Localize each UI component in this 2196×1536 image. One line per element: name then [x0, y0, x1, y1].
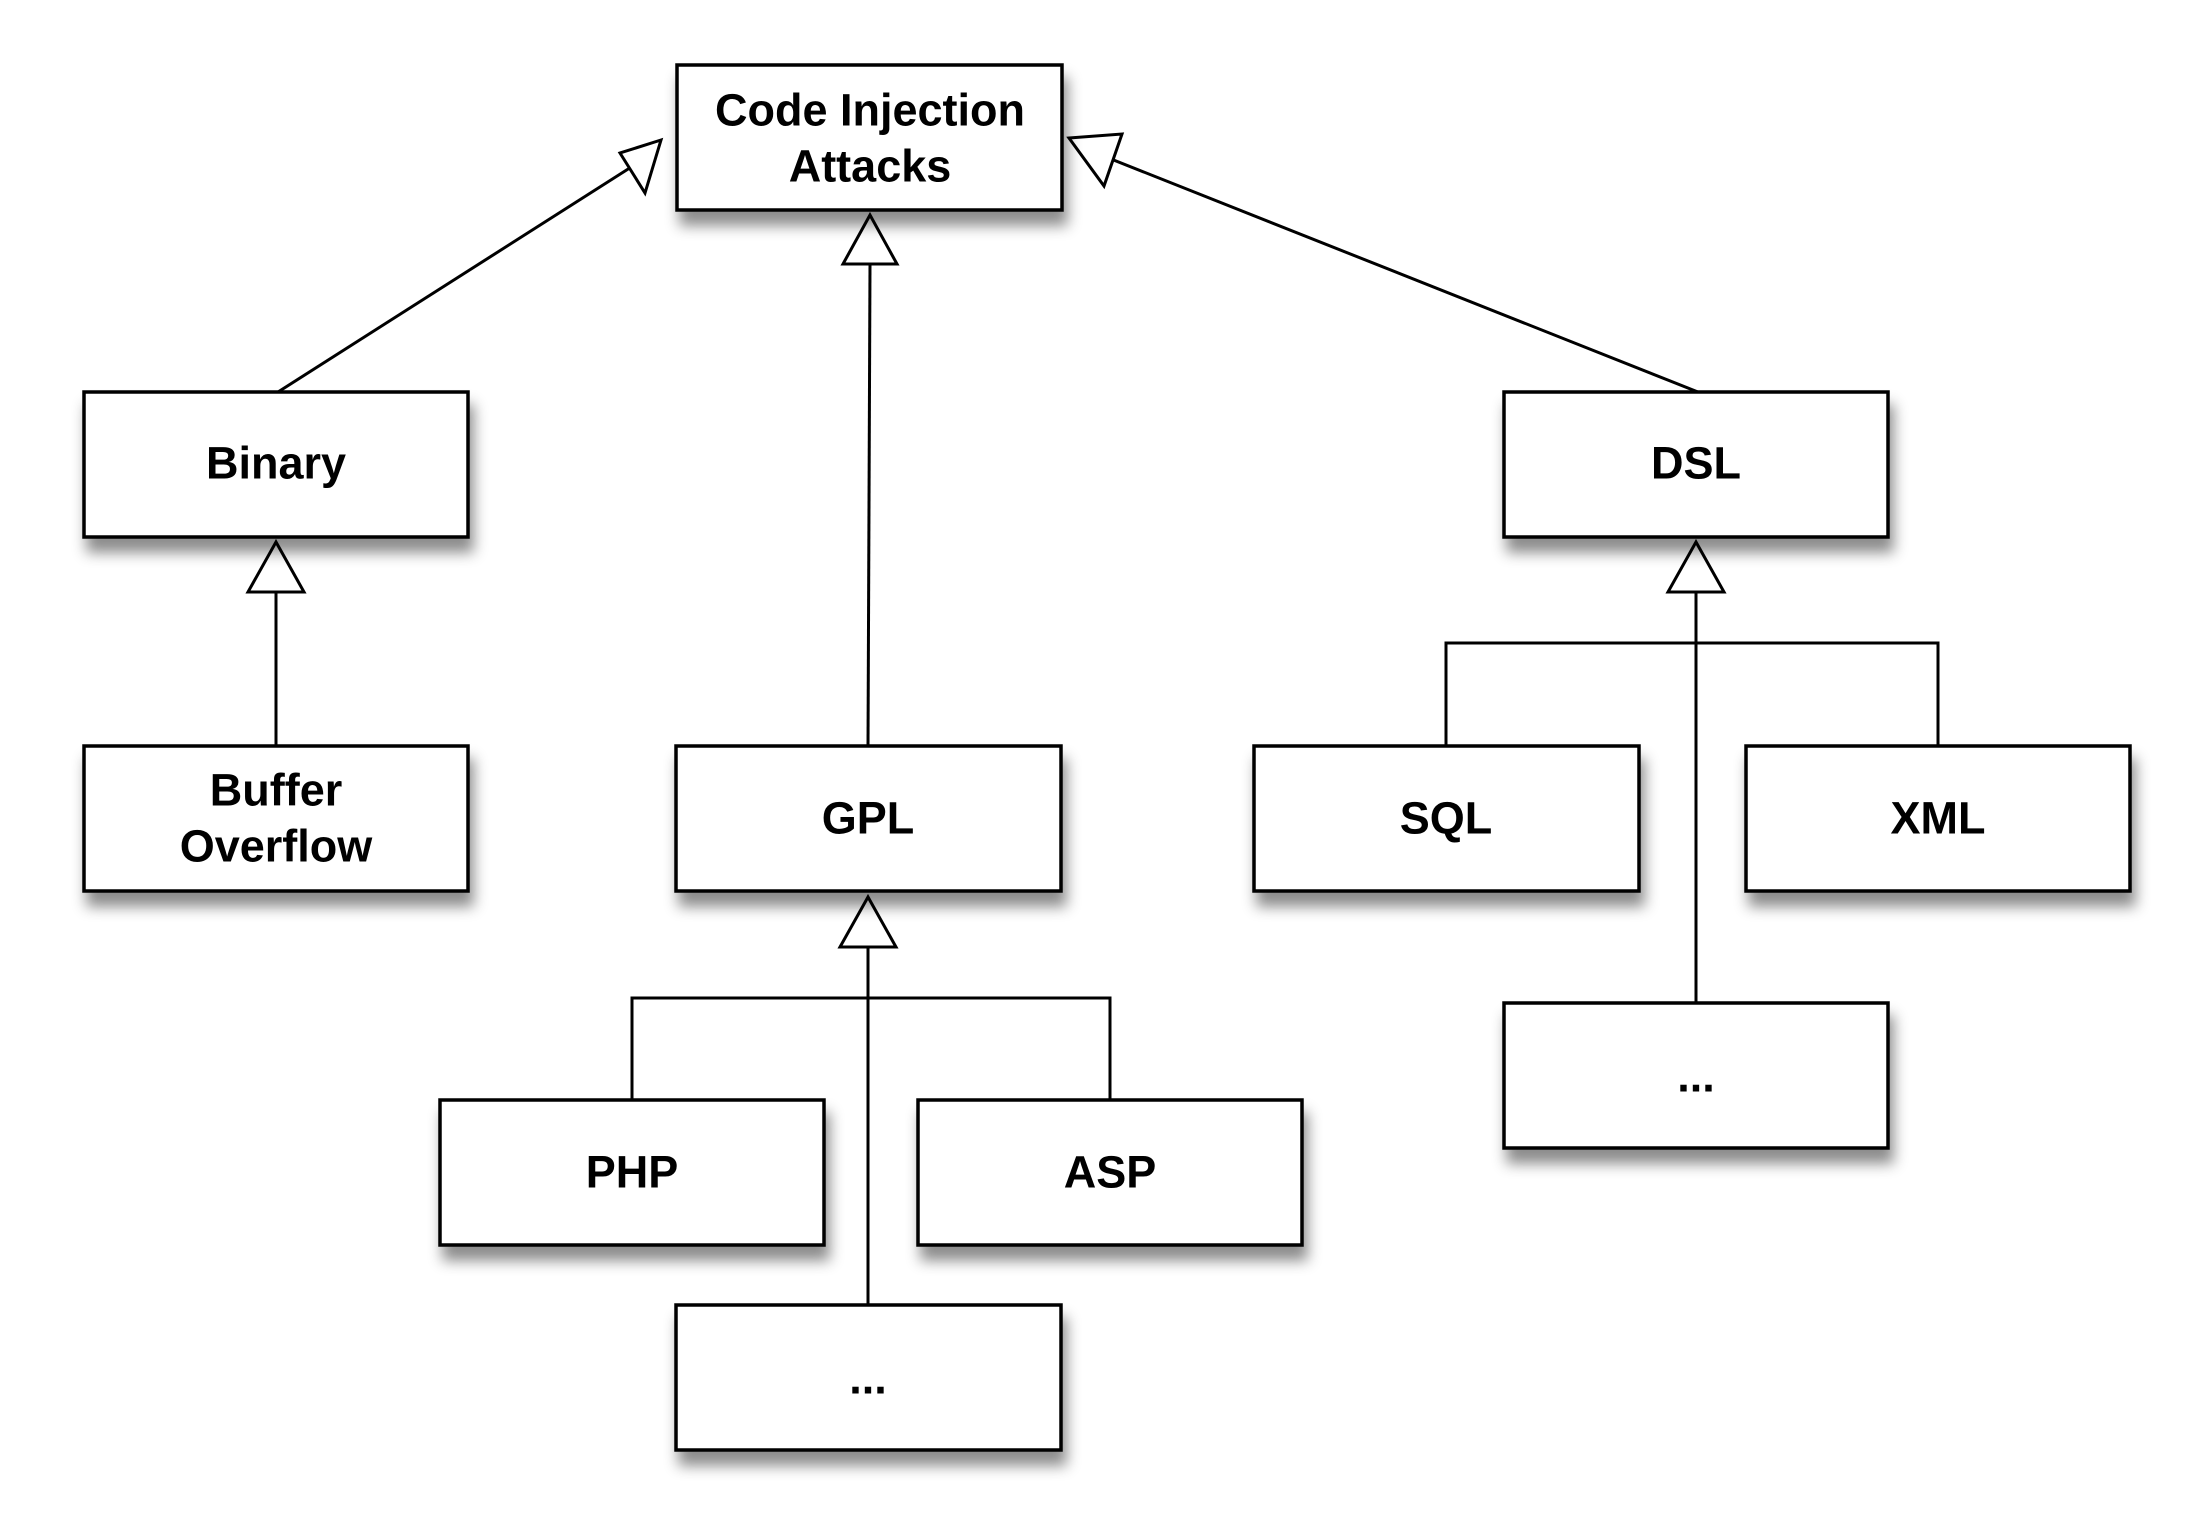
node-label: Buffer — [210, 765, 343, 816]
node-label: Attacks — [789, 141, 952, 192]
node-label: GPL — [822, 793, 915, 844]
generalization-arrow-icon — [245, 538, 307, 594]
node-label: DSL — [1651, 438, 1741, 489]
edges — [245, 132, 1940, 1305]
node-label: Overflow — [180, 821, 374, 872]
node-dsl: DSL — [1502, 390, 1890, 539]
generalization-arrow-icon — [840, 211, 900, 266]
node-label: ... — [1677, 1051, 1715, 1102]
node-asp: ASP — [916, 1098, 1304, 1247]
generalization-arrow-icon — [1066, 132, 1125, 190]
node-gpl: GPL — [674, 744, 1063, 893]
node-label: PHP — [586, 1147, 679, 1198]
edge-php-to-gpl — [630, 996, 1112, 1100]
generalization-arrow-icon — [1665, 538, 1727, 594]
node-binary: Binary — [82, 390, 470, 539]
node-sql: SQL — [1252, 744, 1641, 893]
edge-dsl-to-root — [1105, 155, 1699, 394]
node-php: PHP — [438, 1098, 826, 1247]
node-label: ASP — [1064, 1147, 1157, 1198]
node-xml: XML — [1744, 744, 2132, 893]
node-label: SQL — [1400, 793, 1493, 844]
node-label: Binary — [206, 438, 346, 489]
edge-sql-to-dsl — [1444, 641, 1940, 746]
edge-gpl-to-root — [866, 263, 872, 747]
node-label: Code Injection — [715, 85, 1025, 136]
node-gpl-more: ... — [674, 1303, 1063, 1452]
generalization-arrow-icon — [837, 893, 899, 949]
node-label: ... — [849, 1353, 887, 1404]
node-label: XML — [1891, 793, 1986, 844]
edge-binary-to-root — [277, 162, 637, 394]
node-dsl-more: ... — [1502, 1001, 1890, 1150]
generalization-arrow-icon — [617, 137, 664, 197]
